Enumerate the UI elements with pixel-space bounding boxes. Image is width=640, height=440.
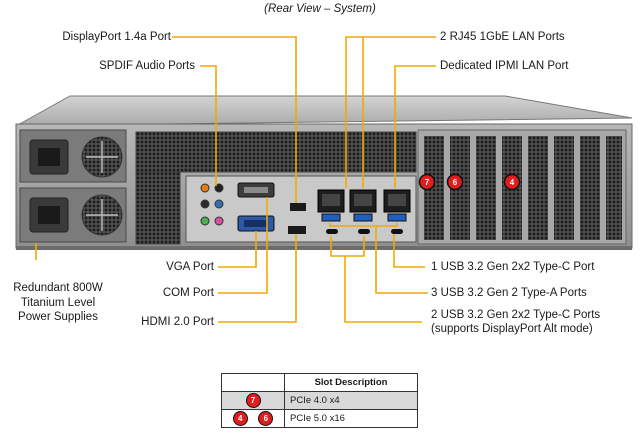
vent-grille — [135, 131, 417, 173]
table-cell-description: PCIe 5.0 x16 — [284, 409, 418, 428]
label-spdif: SPDIF Audio Ports — [99, 60, 195, 72]
label-vga: VGA Port — [166, 261, 214, 273]
slot-badge-6: 6 — [446, 173, 464, 191]
label-psu-line1: Redundant 800W — [13, 282, 103, 294]
svg-text:7: 7 — [425, 178, 430, 187]
usb-c-port-1 — [326, 229, 338, 234]
svg-text:6: 6 — [453, 178, 458, 187]
label-rj45: 2 RJ45 1GbE LAN Ports — [440, 31, 565, 43]
audio-jack-1 — [200, 183, 210, 193]
label-hdmi: HDMI 2.0 Port — [141, 316, 214, 328]
slot-badge-4-table: 4 — [232, 411, 248, 426]
table-cell-badges: 4 6 — [221, 409, 285, 428]
slot-badge-4: 4 — [503, 173, 521, 191]
displayport-port — [290, 203, 306, 211]
label-usb-c-2x2: 1 USB 3.2 Gen 2x2 Type-C Port — [431, 261, 595, 273]
diagram-caption: (Rear View – System) — [264, 3, 376, 15]
table-cell-description: PCIe 4.0 x4 — [284, 391, 418, 410]
psu-module-bottom — [19, 187, 127, 243]
table-cell-badges: 7 — [221, 391, 285, 410]
slot-badge-6-table: 6 — [258, 411, 274, 426]
usb-a-port-1 — [321, 213, 341, 222]
table-header-row: Slot Description — [221, 373, 418, 392]
label-usb-c-dp-line1: 2 USB 3.2 Gen 2x2 Type-C Ports — [431, 309, 601, 321]
label-psu-line3: Power Supplies — [18, 311, 98, 323]
label-usb-c-dp-line2: (supports DisplayPort Alt mode) — [431, 323, 593, 335]
table-header-label: Slot Description — [284, 373, 418, 392]
table-row: 4 6 PCIe 5.0 x16 — [221, 409, 418, 428]
table-header-badge-cell — [221, 373, 285, 392]
slot-description-table: Slot Description 7 PCIe 4.0 x4 4 6 PCIe … — [221, 373, 418, 428]
label-usb-a: 3 USB 3.2 Gen 2 Type-A Ports — [431, 287, 587, 299]
svg-text:4: 4 — [510, 178, 515, 187]
table-row: 7 PCIe 4.0 x4 — [221, 391, 418, 410]
label-usb-c-dp: 2 USB 3.2 Gen 2x2 Type-C Ports (supports… — [431, 308, 600, 336]
slot-badge-7: 7 — [418, 173, 436, 191]
label-displayport: DisplayPort 1.4a Port — [62, 31, 171, 43]
usb-a-port-2 — [353, 213, 373, 222]
usb-c-port-2 — [358, 229, 370, 234]
chassis-top — [15, 95, 633, 127]
pcie-slot-covers — [417, 129, 627, 245]
callout-leader-lines — [35, 36, 436, 323]
slot-badge-7-table: 7 — [245, 393, 261, 408]
label-com: COM Port — [162, 287, 214, 299]
label-psu-line2: Titanium Level — [20, 296, 96, 309]
psu-module-top — [19, 129, 127, 183]
usb-a-port-3 — [387, 213, 407, 222]
hdmi-port — [288, 226, 306, 234]
label-ipmi: Dedicated IPMI LAN Port — [440, 60, 569, 72]
usb-c-port-3 — [391, 229, 403, 234]
label-psu: Redundant 800W Titanium Level Power Supp… — [2, 281, 114, 325]
